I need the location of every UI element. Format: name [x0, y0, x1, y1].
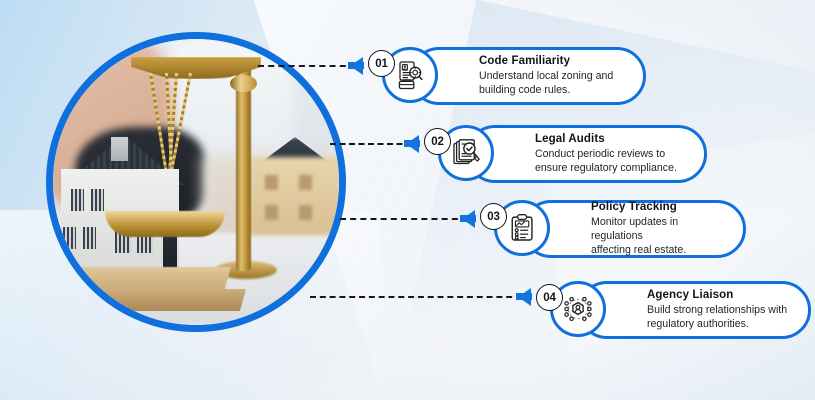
- connector-dash-2: [330, 143, 412, 145]
- step-card-3-title: Policy Tracking: [591, 201, 677, 214]
- connector-dash-4: [310, 296, 522, 298]
- step-badge-2: 02: [424, 128, 451, 155]
- documents-check-magnifier-icon: [453, 139, 481, 165]
- hero-photo-image: [53, 39, 339, 325]
- step-icon-circle-2[interactable]: [438, 125, 494, 181]
- connector-arrow-4: [518, 288, 531, 306]
- network-hub-person-icon: [564, 296, 592, 322]
- step-card-4[interactable]: Agency Liaison Build strong relationship…: [578, 281, 811, 339]
- step-card-2-text: Legal Audits Conduct periodic reviews to…: [535, 132, 691, 175]
- step-badge-1: 01: [368, 50, 395, 77]
- connector-arrow-3: [462, 210, 475, 228]
- step-card-3-text: Policy Tracking Monitor updates in regul…: [591, 200, 743, 257]
- step-card-1-description: Understand local zoning and building cod…: [479, 69, 614, 96]
- step-card-4-title: Agency Liaison: [647, 289, 734, 302]
- step-icon-circle-1[interactable]: [382, 47, 438, 103]
- connector-dash-3: [340, 218, 468, 220]
- step-card-1[interactable]: Code Familiarity Understand local zoning…: [410, 47, 646, 105]
- step-card-2[interactable]: Legal Audits Conduct periodic reviews to…: [466, 125, 707, 183]
- step-card-2-description: Conduct periodic reviews to ensure regul…: [535, 147, 677, 174]
- connector-dash-1: [258, 65, 356, 67]
- step-card-4-description: Build strong relationships with regulato…: [647, 303, 788, 330]
- document-magnifier-briefcase-icon: [398, 61, 423, 90]
- connector-arrow-1: [350, 57, 363, 75]
- hero-photo-circle: [46, 32, 346, 332]
- step-card-3[interactable]: Policy Tracking Monitor updates in regul…: [522, 200, 746, 258]
- step-card-1-text: Code Familiarity Understand local zoning…: [479, 54, 627, 97]
- step-card-3-description: Monitor updates in regulations affecting…: [591, 215, 687, 256]
- clipboard-chart-checklist-icon: [511, 214, 533, 241]
- step-badge-3: 03: [480, 203, 507, 230]
- step-card-1-title: Code Familiarity: [479, 55, 571, 68]
- step-card-2-title: Legal Audits: [535, 133, 605, 146]
- step-badge-4: 04: [536, 284, 563, 311]
- connector-arrow-2: [406, 135, 419, 153]
- step-card-4-text: Agency Liaison Build strong relationship…: [647, 288, 801, 331]
